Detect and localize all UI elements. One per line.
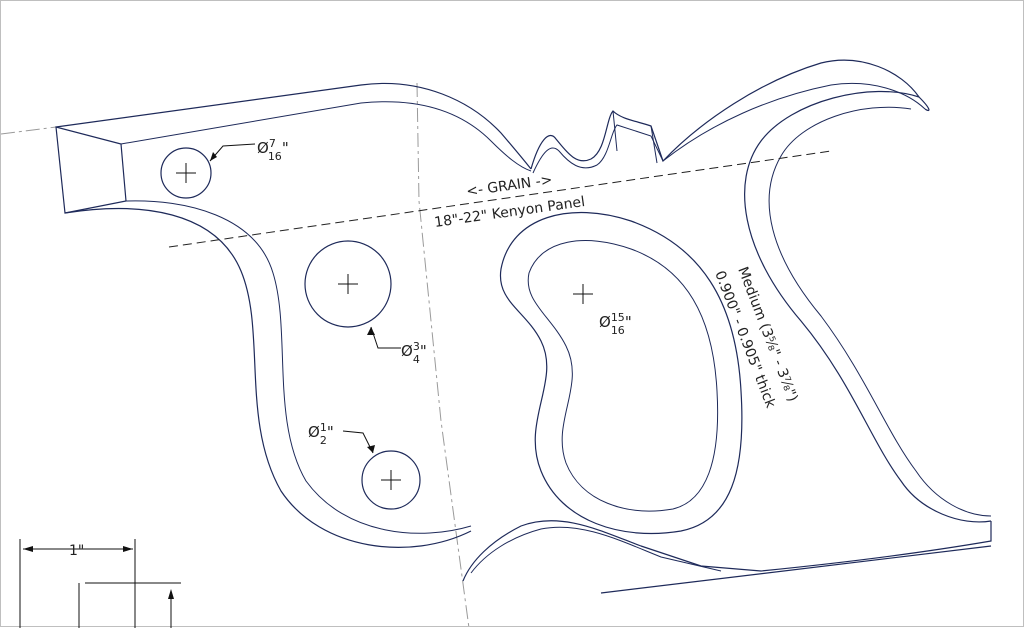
hand-hole-outer [499,211,743,535]
grain-label: <- GRAIN -> [465,172,553,200]
horn-top-edge [530,59,930,170]
hole-large-middle [304,240,392,328]
hole-lower [361,450,421,510]
front-inner-curve [768,106,992,517]
handle-bottom-line [600,545,992,594]
leader-hole-1 [209,143,256,162]
horn-top-inner-edge [532,124,664,174]
grip-outer-curve [64,208,472,548]
handle-left-end [55,126,127,214]
handle-bottom-inner-edge [470,526,722,574]
leader-hole-2 [370,326,401,349]
scale-label: 1" [69,543,84,559]
hand-hole-inner [527,240,719,512]
arrow-hole-1 [210,152,217,161]
reference-line [1,126,57,135]
vertical-center-line [416,82,470,628]
hole-small-top [160,147,212,199]
handle-bottom-edge [462,520,992,582]
horn-tip-inner [662,82,926,162]
leader-hole-3 [342,430,374,454]
horn-step-line-2 [650,125,658,164]
horn-step-line [612,110,618,152]
grain-line [168,150,832,248]
handle-top-inner-edge [120,101,532,172]
arrow-hole-2 [367,327,375,335]
handle-top-edge [55,82,532,170]
panel-label: 18"-22" Kenyon Panel [433,194,586,231]
scale-bar [19,539,181,628]
grip-inner-curve [125,200,472,534]
front-outer-curve [744,90,992,523]
hole-center-mark [573,284,593,304]
arrow-hole-3 [367,445,375,453]
